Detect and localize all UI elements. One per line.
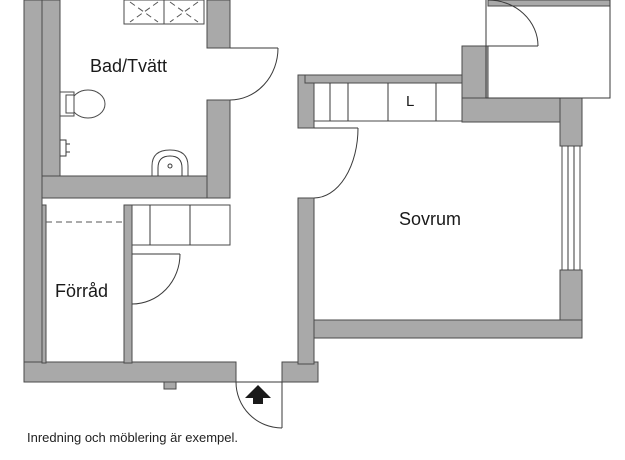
window-icon — [561, 145, 581, 271]
door-balcony — [487, 0, 539, 47]
footnote: Inredning och möblering är exempel. — [27, 430, 239, 445]
door-bedroom — [313, 127, 359, 199]
room-label-storage: Förråd — [55, 281, 109, 301]
walls — [23, 0, 611, 390]
sink-icon — [151, 149, 189, 177]
shower-cabinets — [123, 0, 205, 25]
wardrobe — [313, 82, 463, 122]
balcony-outline — [485, 0, 611, 99]
door-bathroom — [229, 47, 279, 101]
door-entrance — [235, 381, 283, 429]
hall-cabinets — [131, 204, 231, 246]
entrance-arrow-icon — [245, 385, 271, 404]
room-label-bathroom: Bad/Tvätt — [90, 56, 168, 76]
room-label-bedroom: Sovrum — [399, 209, 462, 229]
toilet-icon — [59, 89, 106, 119]
tap-icon — [60, 139, 70, 157]
door-storage — [131, 253, 181, 305]
wardrobe-label: L — [406, 93, 415, 110]
